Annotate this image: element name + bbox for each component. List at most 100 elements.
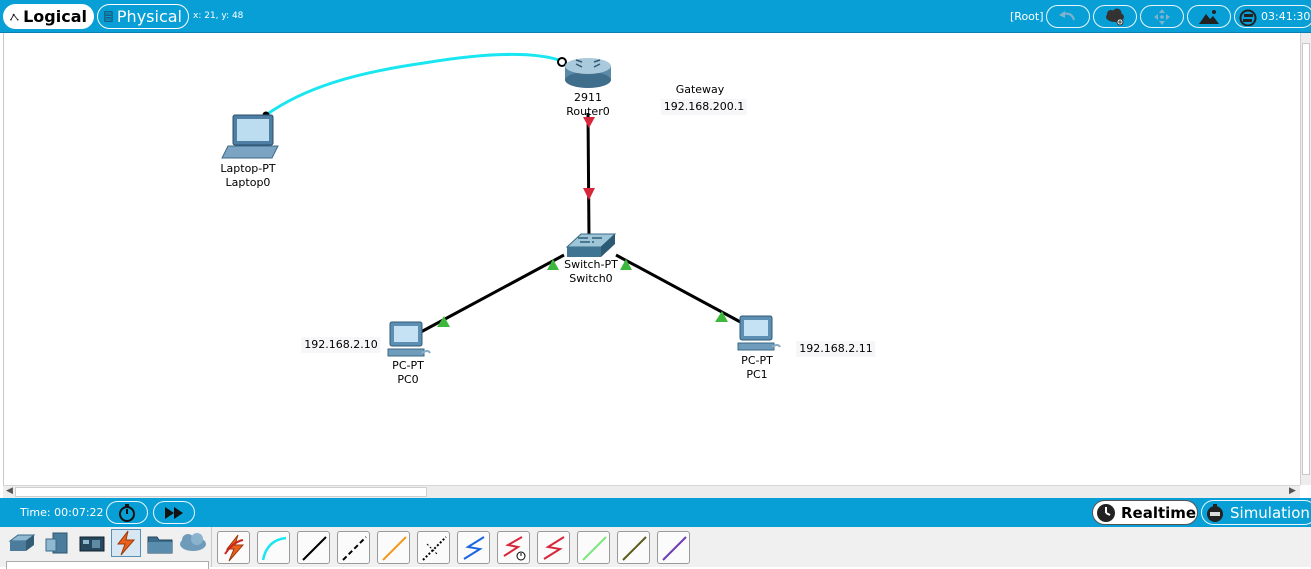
link-status-down-switch	[583, 188, 595, 200]
automatic-cable-button[interactable]	[217, 531, 250, 564]
link-switch-pc1[interactable]	[615, 253, 747, 327]
realtime-mode-button[interactable]: Realtime	[1092, 500, 1198, 525]
router-name: Router0	[566, 105, 610, 118]
cloud-cluster-icon	[1106, 8, 1124, 25]
laptop0-label: Laptop-PT Laptop0	[220, 162, 275, 190]
simulation-mode-button[interactable]: Simulation	[1201, 500, 1311, 525]
horizontal-scrollbar[interactable]: ◀ ▶	[3, 485, 1300, 498]
device-category-panel	[0, 527, 212, 569]
logical-workspace[interactable]: Laptop-PT Laptop0 2911 Router0 Switch-PT…	[3, 33, 1300, 485]
topology-canvas	[221, 52, 781, 357]
usb-cable-button[interactable]	[657, 531, 690, 564]
logical-view-label: Logical	[23, 7, 87, 26]
fast-forward-icon	[165, 506, 183, 519]
pc0-model: PC-PT	[392, 359, 424, 372]
switch-model: Switch-PT	[564, 258, 618, 271]
switch-name: Switch0	[569, 272, 613, 285]
phone-cable-icon	[421, 535, 447, 561]
link-status-up-switch-pc1	[620, 259, 632, 270]
workspace-toolbar: Logical Physical x: 21, y: 48 [Root]	[0, 0, 1311, 33]
usb-cable-icon	[661, 535, 687, 561]
console-cable-button[interactable]	[257, 531, 290, 564]
time-bar: Time: 00:07:22 Realtime Simulation	[0, 498, 1311, 527]
miscellaneous-icon[interactable]	[145, 529, 175, 557]
switch-icon[interactable]	[565, 233, 617, 257]
laptop-name: Laptop0	[225, 176, 271, 189]
clock-time: 03:41:30	[1261, 10, 1311, 23]
physical-view-label: Physical	[116, 7, 182, 26]
pc1-label: PC-PT PC1	[741, 354, 773, 382]
iot-custom-cable-icon	[621, 535, 647, 561]
straight-through-cable-button[interactable]	[297, 531, 330, 564]
new-cluster-button[interactable]	[1093, 5, 1137, 28]
device-search-field[interactable]	[6, 561, 209, 569]
pc0-icon[interactable]	[387, 321, 431, 357]
scroll-left-icon[interactable]: ◀	[6, 486, 13, 496]
move-object-button[interactable]	[1140, 5, 1184, 28]
pc1-model: PC-PT	[741, 354, 773, 367]
back-button[interactable]	[1046, 5, 1090, 28]
serial-dte-cable-icon	[542, 535, 565, 560]
console-port-router	[557, 57, 567, 67]
pc0-label: PC-PT PC0	[392, 359, 424, 387]
link-status-up-pc1	[715, 311, 728, 322]
realtime-clock-icon	[1097, 503, 1115, 522]
cross-over-cable-icon	[341, 535, 367, 561]
connections-icon[interactable]	[111, 529, 141, 557]
multiuser-connection-icon[interactable]	[178, 529, 208, 557]
link-status-up-pc0	[437, 316, 450, 327]
router0-label: 2911 Router0	[566, 91, 609, 119]
pc1-icon[interactable]	[737, 315, 781, 351]
move-object-icon	[1154, 8, 1170, 25]
phone-cable-button[interactable]	[417, 531, 450, 564]
pc0-name: PC0	[397, 373, 419, 386]
gateway-note-ip[interactable]: 192.168.200.1	[660, 99, 748, 115]
coaxial-cable-icon	[462, 535, 485, 560]
scroll-right-icon[interactable]: ▶	[1289, 486, 1296, 496]
end-devices-icon[interactable]	[42, 529, 72, 557]
vertical-scroll-thumb[interactable]	[1302, 43, 1310, 475]
iot-custom-cable-button[interactable]	[617, 531, 650, 564]
viewport-clock[interactable]: 03:41:30	[1234, 5, 1311, 28]
realtime-label: Realtime	[1121, 503, 1197, 522]
laptop-model: Laptop-PT	[220, 162, 276, 175]
coaxial-cable-button[interactable]	[457, 531, 490, 564]
link-status-up-switch-pc0	[547, 259, 559, 270]
power-cycle-button[interactable]	[106, 501, 148, 524]
set-background-button[interactable]	[1187, 5, 1231, 28]
fast-forward-button[interactable]	[153, 501, 195, 524]
logical-network-icon	[10, 13, 19, 21]
viewport-icon	[1239, 9, 1257, 26]
device-toolbar	[0, 527, 1311, 569]
pc1-name: PC1	[746, 368, 768, 381]
laptop-icon[interactable]	[221, 114, 279, 159]
landscape-image-icon	[1199, 9, 1219, 24]
serial-dte-cable-button[interactable]	[537, 531, 570, 564]
fiber-cable-button[interactable]	[377, 531, 410, 564]
octal-cable-button[interactable]	[577, 531, 610, 564]
network-devices-icon[interactable]	[7, 529, 37, 557]
logical-view-button[interactable]: Logical	[3, 4, 94, 29]
automatic-cable-icon	[223, 534, 244, 561]
straight-through-cable-icon	[301, 535, 327, 561]
components-icon[interactable]	[77, 529, 107, 557]
physical-view-button[interactable]: Physical	[97, 4, 189, 29]
router-model: 2911	[573, 91, 602, 104]
router-icon[interactable]	[565, 58, 611, 88]
link-router-switch[interactable]	[586, 112, 591, 239]
console-cable-icon	[261, 536, 286, 560]
link-status-down-router	[583, 117, 595, 128]
fiber-cable-icon	[381, 535, 407, 561]
gateway-note-title[interactable]: Gateway	[675, 83, 725, 96]
horizontal-scroll-thumb[interactable]	[15, 487, 427, 497]
pc0-ip-note[interactable]: 192.168.2.10	[301, 337, 381, 353]
pc1-ip-note[interactable]: 192.168.2.11	[796, 341, 876, 357]
root-breadcrumb[interactable]: [Root]	[1010, 10, 1044, 23]
console-cable-laptop-router[interactable]	[265, 52, 563, 117]
cross-over-cable-button[interactable]	[337, 531, 370, 564]
serial-dce-cable-button[interactable]	[497, 531, 530, 564]
vertical-scrollbar[interactable]	[1300, 33, 1311, 485]
cursor-coordinates: x: 21, y: 48	[193, 11, 244, 21]
serial-dce-cable-icon	[502, 535, 525, 560]
back-arrow-icon	[1059, 10, 1075, 20]
